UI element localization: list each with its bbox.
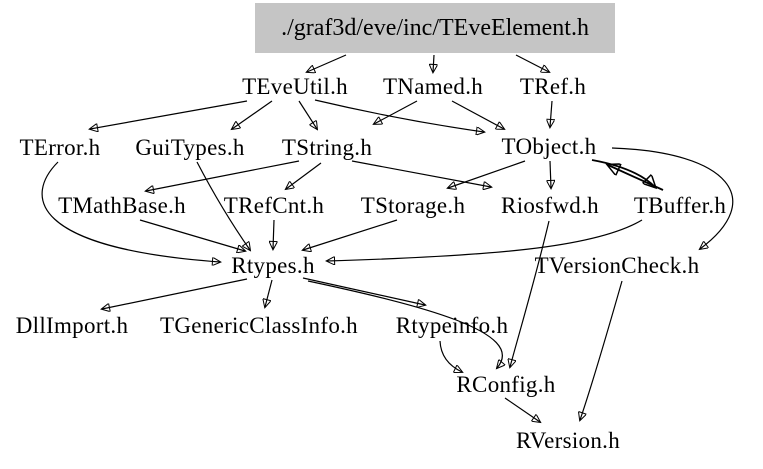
node-DllImport[interactable]: DllImport.h	[15, 312, 129, 338]
node-TError[interactable]: TError.h	[19, 134, 101, 160]
edge-Rtypes-Rtypeinfo	[302, 277, 425, 305]
edge-TRef-TObject	[550, 100, 552, 127]
node-RConfig[interactable]: RConfig.h	[456, 371, 556, 397]
node-TStorage[interactable]: TStorage.h	[360, 192, 466, 218]
edge-TEveUtil-GuiTypes	[232, 100, 273, 129]
edge-TEveElement-TRef	[515, 54, 549, 72]
edge-TObject-Riosfwd	[550, 160, 551, 188]
edge-TObject-TVersionCheck	[611, 147, 734, 249]
edge-Rtypes-TGenericClassInfo	[265, 279, 273, 307]
edge-TEveElement-TEveUtil	[307, 54, 347, 72]
node-TVersionCheck[interactable]: TVersionCheck.h	[534, 252, 700, 278]
edge-TString-TMathBase	[146, 160, 300, 191]
edge-TEveUtil-TError	[90, 100, 248, 129]
edge-TMathBase-Rtypes	[139, 219, 245, 251]
edge-TVersionCheck-RVersion	[580, 280, 623, 420]
node-RVersion[interactable]: RVersion.h	[515, 427, 621, 453]
edge-TString-Riosfwd	[351, 160, 491, 187]
edge-Rtypes-RConfig	[307, 280, 502, 368]
edge-GuiTypes-Rtypes	[196, 161, 250, 250]
edge-TEveElement-TNamed	[433, 54, 434, 72]
node-TRefCnt[interactable]: TRefCnt.h	[223, 192, 325, 218]
edge-RConfig-RVersion	[504, 397, 540, 422]
node-Rtypes[interactable]: Rtypes.h	[231, 252, 315, 278]
edge-TNamed-TString	[374, 100, 418, 124]
node-TGenericClassInfo[interactable]: TGenericClassInfo.h	[160, 312, 358, 338]
node-TMathBase[interactable]: TMathBase.h	[58, 192, 186, 218]
edge-TBuffer-Rtypes	[327, 219, 643, 261]
edge-TStorage-Rtypes	[303, 219, 398, 250]
node-TRef[interactable]: TRef.h	[519, 73, 587, 99]
node-TString[interactable]: TString.h	[281, 134, 373, 160]
edge-Rtypes-DllImport	[102, 278, 248, 309]
edge-TNamed-TObject	[451, 100, 504, 129]
edge-TString-TRefCnt	[286, 162, 322, 189]
node-Riosfwd[interactable]: Riosfwd.h	[501, 192, 599, 218]
edge-TEveUtil-TString	[298, 100, 317, 129]
node-TEveUtil[interactable]: TEveUtil.h	[242, 73, 348, 99]
node-TObject[interactable]: TObject.h	[501, 133, 597, 159]
node-Rtypeinfo[interactable]: Rtypeinfo.h	[395, 312, 509, 338]
node-TBuffer[interactable]: TBuffer.h	[633, 192, 727, 218]
edge-TBuffer-TObject	[608, 165, 664, 191]
edge-Rtypeinfo-RConfig	[439, 340, 462, 372]
node-TNamed[interactable]: TNamed.h	[382, 73, 484, 99]
edge-TEveUtil-TObject	[314, 99, 484, 132]
edge-TObject-TStorage	[448, 160, 526, 188]
edge-TError-Rtypes	[41, 161, 220, 262]
edge-Riosfwd-RConfig	[510, 220, 550, 367]
edge-TObject-TBuffer	[591, 159, 655, 187]
node-GuiTypes[interactable]: GuiTypes.h	[135, 134, 245, 160]
root-node-TEveElement: ./graf3d/eve/inc/TEveElement.h	[255, 3, 615, 53]
edge-TRefCnt-Rtypes	[273, 219, 274, 249]
